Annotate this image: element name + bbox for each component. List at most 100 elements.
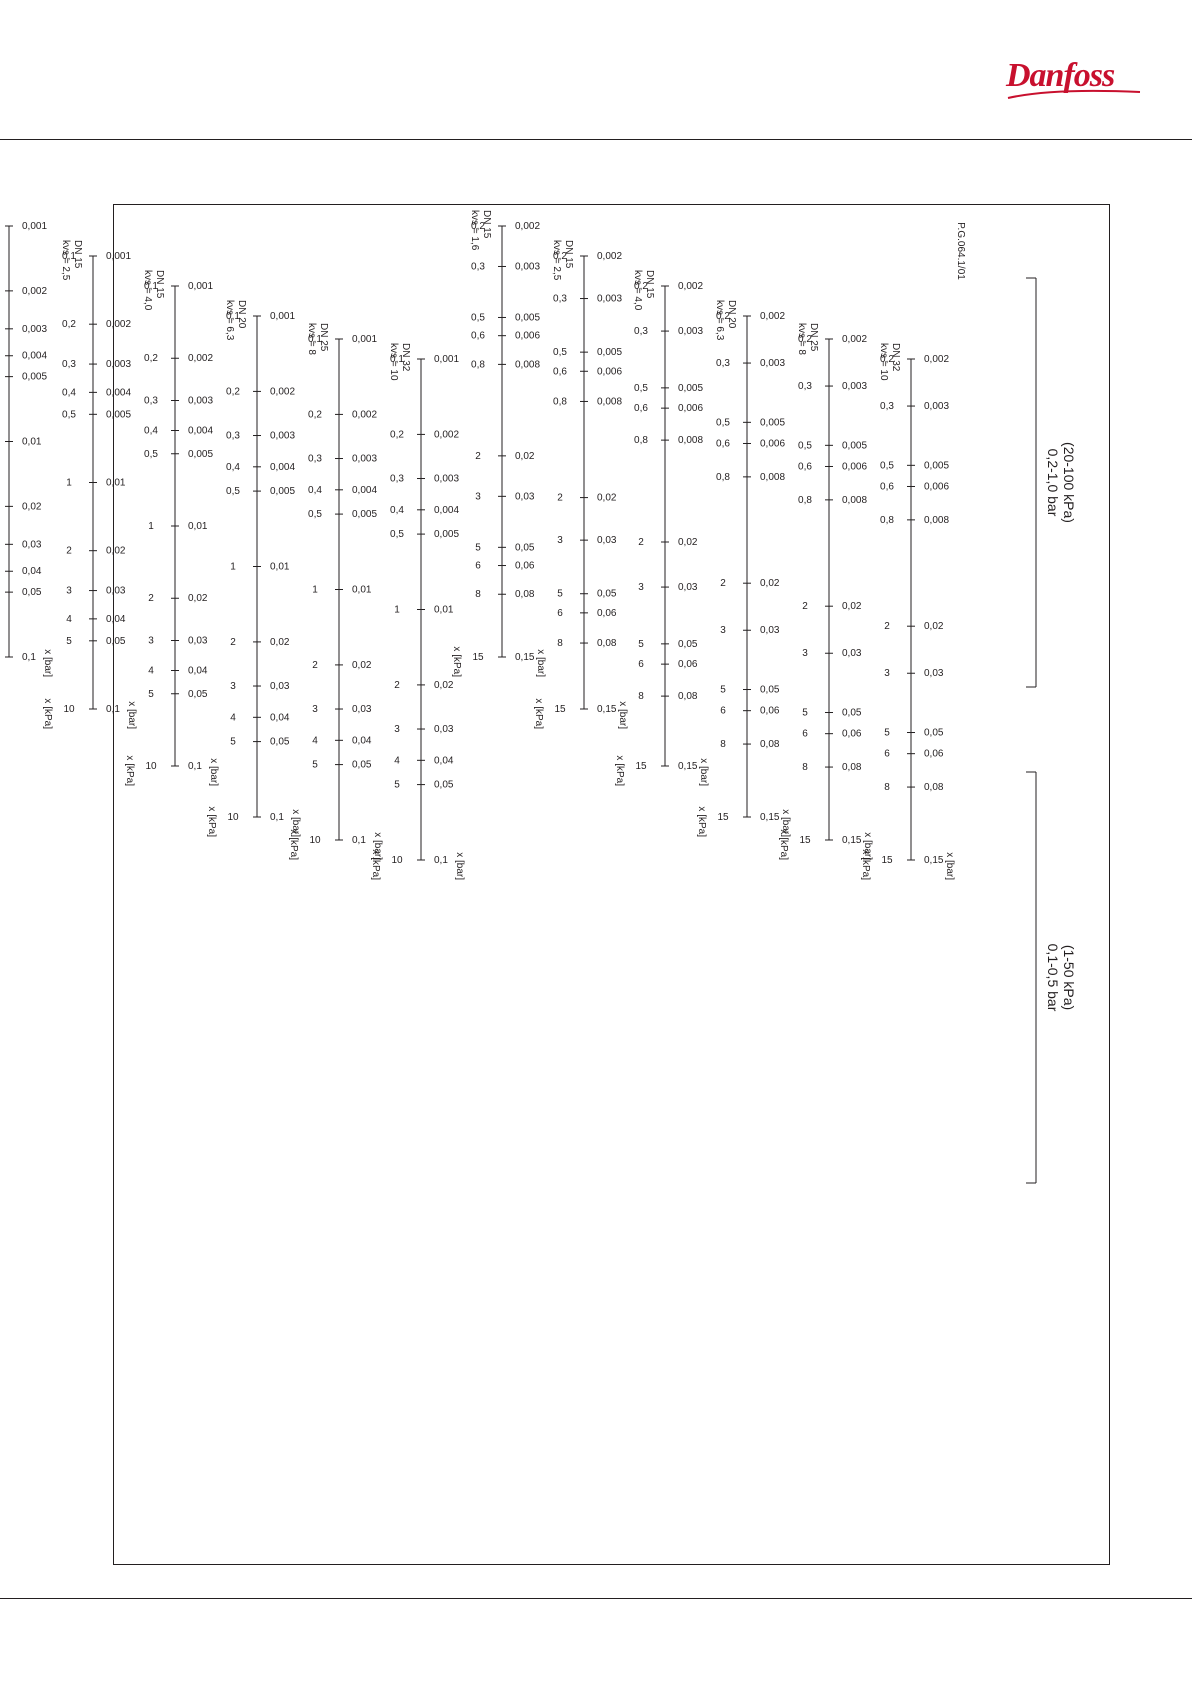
kvs-label: kvs = 6,3 (714, 300, 725, 341)
xp-bar-header: x [bar] (42, 649, 53, 677)
xp-bar-tick-label: 0,05 (352, 760, 372, 771)
xp-kpa-tick-label: 0,5 (553, 347, 567, 358)
xp-bar-tick-label: 0,04 (434, 755, 454, 766)
xp-bar-tick-label: 0,008 (760, 472, 785, 483)
xp-bar-tick-label: 0,01 (22, 437, 42, 448)
xp-bar-tick-label: 0,03 (515, 491, 535, 502)
xp-kpa-tick-label: 15 (799, 835, 811, 846)
xp-kpa-tick-label: 2 (230, 637, 236, 648)
xp-bar-header: x [bar] (290, 809, 301, 837)
xp-kpa-tick-label: 0,1 (308, 334, 322, 345)
xp-kpa-header: x [kPa] (206, 806, 217, 837)
xp-bar-tick-label: 0,03 (270, 681, 290, 692)
xp-kpa-tick-label: 0,5 (62, 409, 76, 420)
xp-kpa-tick-label: 5 (802, 708, 808, 719)
xp-bar-tick-label: 0,003 (106, 359, 131, 370)
xp-bar-tick-label: 0,08 (842, 762, 862, 773)
xp-kpa-tick-label: 0,1 (226, 311, 240, 322)
xp-kpa-tick-label: 10 (227, 812, 239, 823)
xp-kpa-tick-label: 4 (230, 712, 236, 723)
xp-bar-tick-label: 0,04 (270, 712, 290, 723)
xp-bar-tick-label: 0,03 (760, 625, 780, 636)
kvs-label: kvs = 10 (388, 343, 399, 381)
xp-bar-tick-label: 0,05 (270, 737, 290, 748)
xp-kpa-tick-label: 0,8 (880, 515, 894, 526)
xp-bar-tick-label: 0,05 (760, 685, 780, 696)
xp-bar-tick-label: 0,006 (760, 438, 785, 449)
xp-scale: 0,1100,0550,0440,0330,0220,0110,0050,50,… (288, 323, 383, 860)
xp-scale: 0,15150,0880,0660,0550,0330,0220,0080,80… (778, 323, 873, 860)
xp-bar-tick-label: 0,005 (188, 449, 213, 460)
xp-bar-tick-label: 0,04 (22, 566, 42, 577)
xp-kpa-tick-label: 3 (148, 636, 154, 647)
xp-kpa-tick-label: 0,2 (390, 429, 404, 440)
xp-kpa-tick-label: 8 (557, 638, 563, 649)
xp-kpa-tick-label: 0,6 (798, 461, 812, 472)
xp-kpa-header: x [kPa] (288, 829, 299, 860)
xp-bar-tick-label: 0,02 (434, 680, 454, 691)
xp-kpa-tick-label: 0,6 (880, 481, 894, 492)
xp-bar-tick-label: 0,1 (106, 704, 120, 715)
xp-bar-tick-label: 0,08 (597, 638, 617, 649)
xp-kpa-tick-label: 0,4 (144, 425, 158, 436)
xp-bar-tick-label: 0,002 (597, 251, 622, 262)
dn-label: DN 32 (890, 343, 901, 372)
header-rule (0, 139, 1192, 140)
dn-label: DN 25 (318, 323, 329, 352)
xp-bar-tick-label: 0,03 (22, 539, 42, 550)
xp-bar-tick-label: 0,005 (106, 409, 131, 420)
xp-bar-tick-label: 0,003 (842, 381, 867, 392)
xp-bar-tick-label: 0,002 (515, 221, 540, 232)
danfoss-logo: Danfoss (1002, 48, 1142, 104)
xp-bar-tick-label: 0,003 (515, 261, 540, 272)
xp-kpa-tick-label: 1 (230, 562, 236, 573)
xp-bar-tick-label: 0,01 (434, 605, 454, 616)
xp-bar-header: x [bar] (126, 701, 137, 729)
xp-kpa-tick-label: 3 (802, 648, 808, 659)
xp-kpa-tick-label: 10 (391, 855, 403, 866)
pressure-band: 0,1-0,5 bar(1-50 kPa) (1026, 771, 1077, 1184)
xp-kpa-tick-label: 0,2 (553, 251, 567, 262)
xp-bar-tick-label: 0,008 (678, 435, 703, 446)
xp-bar-tick-label: 0,06 (924, 749, 944, 760)
xp-kpa-tick-label: 0,4 (390, 505, 404, 516)
xp-kpa-tick-label: 0,5 (880, 460, 894, 471)
xp-bar-tick-label: 0,05 (188, 689, 208, 700)
band-range-label: 0,2-1,0 bar (1045, 449, 1061, 517)
xp-bar-tick-label: 0,03 (352, 704, 372, 715)
xp-bar-tick-label: 0,1 (22, 652, 36, 663)
nomogram-rotated-group: P.G.064.1/01 0,2-1,0 bar(20-100 kPa)0,1-… (5, 210, 1077, 1184)
xp-bar-tick-label: 0,1 (434, 855, 448, 866)
xp-bar-header: x [bar] (617, 701, 628, 729)
xp-bar-tick-label: 0,003 (22, 324, 47, 335)
xp-bar-tick-label: 0,06 (842, 729, 862, 740)
xp-bar-tick-label: 0,02 (270, 637, 290, 648)
xp-kpa-tick-label: 6 (557, 608, 563, 619)
xp-scale: 0,1100,0550,0440,0330,0220,0110,0050,50,… (5, 221, 53, 677)
xp-bar-tick-label: 0,1 (188, 761, 202, 772)
xp-bar-tick-label: 0,004 (434, 505, 459, 516)
xp-kpa-tick-label: 0,1 (62, 251, 76, 262)
xp-kpa-tick-label: 0,1 (390, 354, 404, 365)
xp-bar-tick-label: 0,15 (842, 835, 862, 846)
xp-kpa-tick-label: 0,3 (226, 431, 240, 442)
xp-kpa-tick-label: 5 (638, 639, 644, 650)
kvs-label: kvs = 1,6 (469, 210, 480, 251)
xp-bar-tick-label: 0,004 (352, 485, 377, 496)
xp-kpa-tick-label: 0,3 (308, 454, 322, 465)
xp-kpa-tick-label: 3 (230, 681, 236, 692)
xp-kpa-tick-label: 3 (557, 535, 563, 546)
xp-bar-tick-label: 0,05 (106, 636, 126, 647)
xp-bar-tick-label: 0,002 (678, 281, 703, 292)
xp-kpa-tick-label: 0,3 (144, 396, 158, 407)
xp-bar-tick-label: 0,01 (352, 585, 372, 596)
xp-scale: 0,15150,0880,0660,0550,0330,0220,0080,80… (451, 210, 546, 677)
xp-bar-tick-label: 0,008 (597, 396, 622, 407)
xp-bar-tick-label: 0,06 (678, 659, 698, 670)
xp-bar-tick-label: 0,001 (22, 221, 47, 232)
xp-kpa-tick-label: 5 (720, 685, 726, 696)
xp-bar-tick-label: 0,02 (352, 660, 372, 671)
kvs-label: kvs = 4,0 (142, 270, 153, 311)
xp-bar-tick-label: 0,002 (352, 409, 377, 420)
